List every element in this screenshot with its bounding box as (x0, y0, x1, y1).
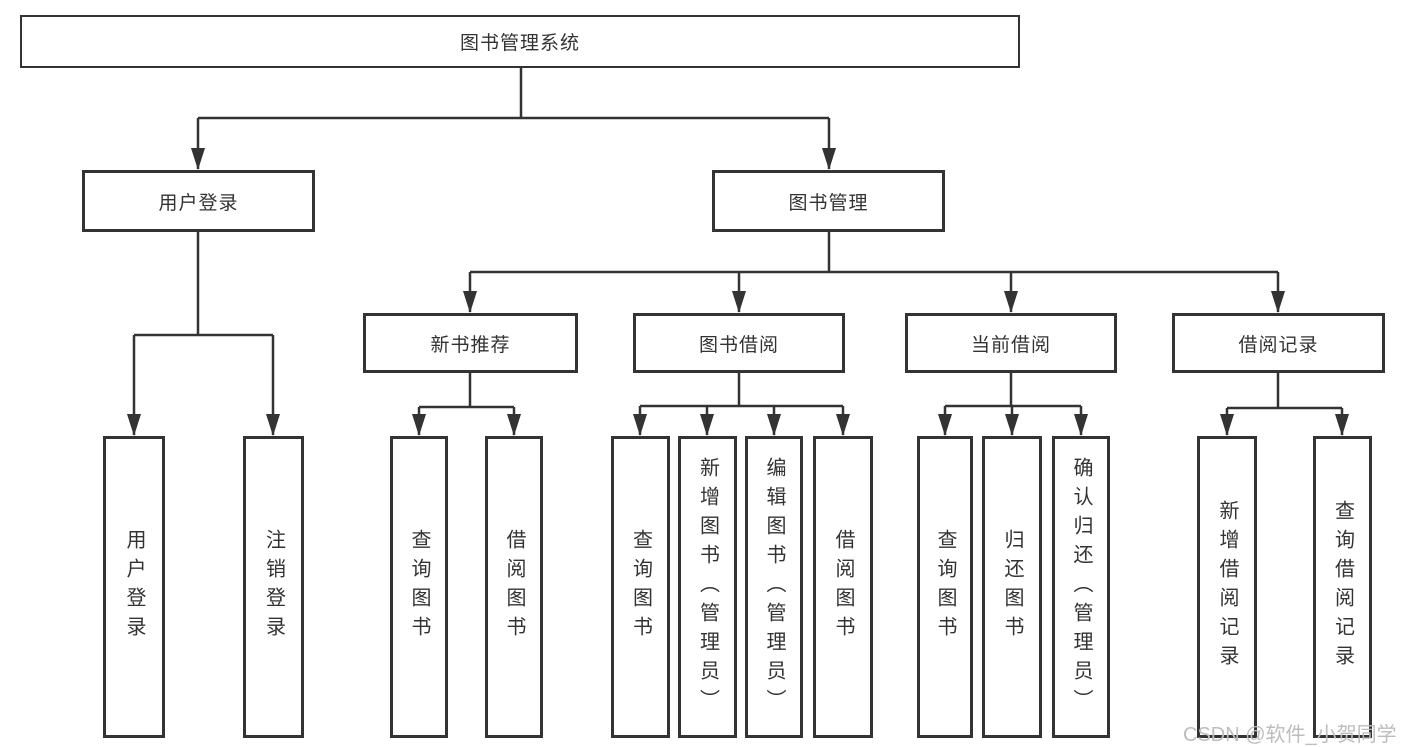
node-label: 图书借阅 (698, 334, 779, 356)
node-label: 注销登录 (262, 529, 285, 645)
node-label: 新书推荐 (430, 334, 511, 356)
node-label: 借阅图书 (832, 529, 854, 645)
node-label: 当前借阅 (970, 334, 1051, 356)
node-label: 用户登录 (123, 529, 145, 645)
leaf-add-book-admin: 新增图书（管理员） (678, 436, 737, 738)
node-label: 确认归还（管理员） (1070, 456, 1092, 718)
node-library-management-system: 图书管理系统 (20, 15, 1020, 68)
node-label: 新增借阅记录 (1216, 500, 1238, 674)
node-label: 查询图书 (408, 529, 430, 645)
leaf-query-books-borrowing: 查询图书 (611, 436, 670, 738)
node-current-borrowing: 当前借阅 (905, 313, 1117, 373)
leaf-logout: 注销登录 (243, 436, 304, 738)
node-book-management: 图书管理 (712, 170, 945, 232)
node-label: 图书管理 (788, 192, 869, 214)
leaf-return-books: 归还图书 (982, 436, 1042, 738)
node-borrowing-records: 借阅记录 (1172, 313, 1385, 373)
node-user-login: 用户登录 (82, 170, 315, 232)
node-label: 查询图书 (934, 529, 956, 645)
leaf-user-login: 用户登录 (103, 436, 165, 738)
node-label: 归还图书 (1001, 529, 1023, 645)
node-label: 查询图书 (629, 529, 652, 645)
leaf-confirm-return-admin: 确认归还（管理员） (1052, 436, 1110, 738)
node-label: 借阅图书 (503, 529, 525, 645)
node-label: 用户登录 (158, 192, 239, 214)
leaf-query-books-recommend: 查询图书 (390, 436, 448, 738)
leaf-query-books-current: 查询图书 (917, 436, 973, 738)
node-label: 查询借阅记录 (1331, 500, 1354, 674)
node-label: 借阅记录 (1238, 334, 1319, 356)
node-label: 图书管理系统 (459, 33, 580, 54)
leaf-borrow-books-recommend: 借阅图书 (485, 436, 543, 738)
leaf-add-borrow-record: 新增借阅记录 (1197, 436, 1257, 738)
csdn-watermark: CSDN @软件_小贺同学 (1183, 724, 1397, 746)
leaf-edit-book-admin: 编辑图书（管理员） (745, 436, 803, 738)
node-label: 新增图书（管理员） (696, 456, 719, 718)
node-label: 编辑图书（管理员） (763, 456, 785, 718)
node-book-borrowing: 图书借阅 (633, 313, 845, 373)
leaf-borrow-books: 借阅图书 (813, 436, 873, 738)
node-new-book-recommend: 新书推荐 (363, 313, 578, 373)
leaf-query-borrow-record: 查询借阅记录 (1313, 436, 1372, 738)
